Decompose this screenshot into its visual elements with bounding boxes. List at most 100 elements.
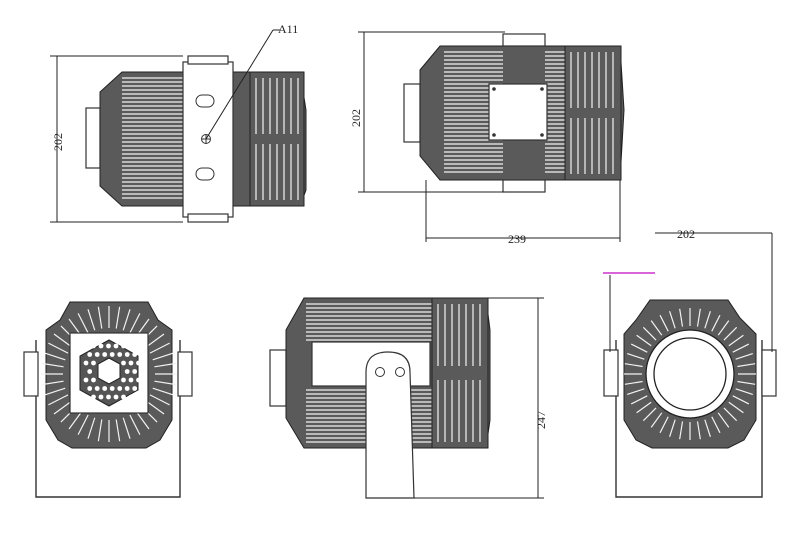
- radial-fins: [624, 308, 756, 440]
- led: [128, 360, 134, 366]
- led: [117, 386, 123, 391]
- front-section: [431, 297, 489, 449]
- led: [83, 343, 89, 349]
- fin-line: [152, 352, 174, 361]
- led: [124, 352, 130, 357]
- led: [136, 377, 141, 383]
- fin-line: [696, 421, 701, 440]
- rear-cap: [269, 349, 287, 407]
- led: [106, 343, 111, 349]
- fin-line: [717, 412, 730, 428]
- bracket-slot-top: [195, 94, 215, 108]
- fin-line: [717, 320, 730, 336]
- led: [106, 394, 111, 400]
- fin-line: [115, 419, 121, 442]
- fin-line: [122, 417, 131, 439]
- fin-line: [679, 308, 684, 327]
- width-dimension-label: 239: [508, 232, 526, 246]
- fin-line: [48, 342, 69, 354]
- led: [98, 394, 104, 400]
- fin-line: [627, 388, 645, 395]
- fin-line: [149, 394, 170, 406]
- led: [102, 386, 108, 391]
- led: [91, 343, 96, 349]
- fin-line: [129, 313, 141, 334]
- led: [91, 394, 96, 400]
- fin-line: [627, 353, 645, 360]
- fin-line: [48, 394, 69, 406]
- side-view-a: A11 202: [50, 22, 307, 223]
- fin-line: [650, 320, 663, 336]
- led: [83, 377, 89, 383]
- fin-line: [636, 334, 652, 347]
- led: [121, 394, 126, 400]
- front-fins: [570, 52, 614, 174]
- fin-line: [97, 419, 103, 442]
- fin-line: [711, 314, 721, 332]
- yoke-knob-right: [177, 351, 193, 397]
- fin-line: [732, 343, 750, 353]
- fin-line: [154, 362, 177, 368]
- led: [87, 352, 93, 357]
- fin-line: [728, 401, 744, 414]
- led: [87, 386, 93, 391]
- fin-line: [41, 362, 64, 368]
- radial-fins: [41, 306, 177, 442]
- fin-line: [696, 308, 701, 327]
- led: [139, 369, 145, 374]
- fin-line: [723, 407, 738, 422]
- profile-view: 247: [269, 297, 548, 499]
- fin-line: [87, 417, 96, 439]
- height-dimension-label: 202: [51, 133, 65, 151]
- bracket-top: [502, 33, 546, 47]
- led: [121, 360, 126, 366]
- callout-label: A11: [278, 22, 298, 36]
- fin-line: [679, 421, 684, 440]
- bracket-top-tab: [187, 55, 229, 65]
- callout-leader: [205, 29, 274, 140]
- fin-line: [53, 400, 73, 415]
- led: [132, 369, 138, 374]
- fin-line: [735, 388, 753, 395]
- front-fins: [255, 78, 299, 200]
- front-section: [564, 45, 622, 181]
- bracket-bottom: [502, 179, 546, 193]
- led: [113, 343, 119, 349]
- center-hex: [97, 357, 121, 385]
- led: [124, 369, 130, 374]
- fin-line: [129, 414, 141, 435]
- led: [128, 377, 134, 383]
- side-view-b: 202 239: [349, 31, 625, 246]
- led: [128, 343, 134, 349]
- fin-line: [68, 410, 83, 430]
- bracket-slot-bottom: [195, 167, 215, 181]
- led: [98, 343, 104, 349]
- front-fins: [437, 304, 481, 442]
- fin-line: [77, 414, 89, 435]
- yoke-knob-left: [23, 351, 39, 397]
- fin-line: [154, 380, 177, 386]
- fin-line: [624, 363, 643, 368]
- fin-line: [642, 407, 657, 422]
- fin-line: [704, 419, 711, 437]
- arm-bolt-1: [375, 367, 385, 377]
- fin-line: [53, 333, 73, 348]
- fin-line: [145, 333, 165, 348]
- cooling-fins: [444, 51, 565, 173]
- yoke: [35, 340, 181, 498]
- led: [139, 386, 145, 391]
- fin-line: [145, 400, 165, 415]
- bracket-arm: [365, 351, 415, 499]
- led: [121, 377, 126, 383]
- fin-line: [97, 306, 103, 329]
- led: [91, 360, 96, 366]
- fin-line: [636, 401, 652, 414]
- fin-line: [44, 352, 66, 361]
- yoke-knob-left: [603, 349, 619, 397]
- led: [94, 386, 100, 391]
- led: [136, 360, 141, 366]
- front-view: [23, 301, 193, 498]
- fin-line: [737, 363, 756, 368]
- led: [94, 352, 100, 357]
